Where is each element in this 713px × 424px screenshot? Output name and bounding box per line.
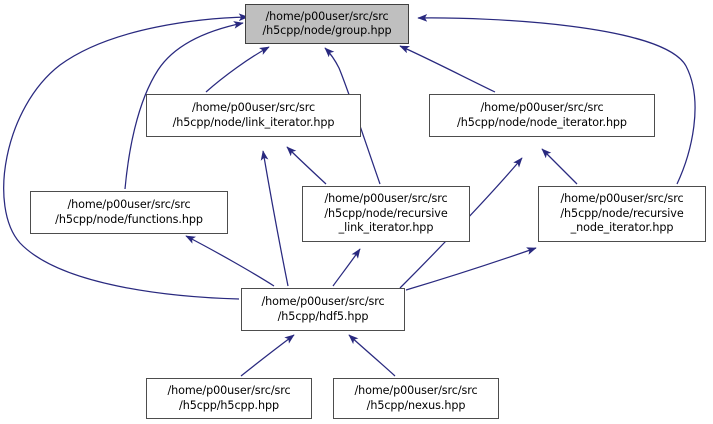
node-nexus[interactable]: /home/p00user/src/src /h5cpp/nexus.hpp <box>333 378 499 419</box>
node-hdf5-line2: /h5cpp/hdf5.hpp <box>277 309 369 323</box>
node-group-line1: /home/p00user/src/src <box>265 9 389 23</box>
node-recursive-link-iterator-line1: /home/p00user/src/src <box>324 192 448 206</box>
node-recursive-node-iterator[interactable]: /home/p00user/src/src /h5cpp/node/recurs… <box>538 186 706 242</box>
node-nexus-line2: /h5cpp/nexus.hpp <box>366 398 466 412</box>
node-recursive-link-iterator-line2: /h5cpp/node/recursive <box>324 206 448 220</box>
node-h5cpp-line2: /h5cpp/h5cpp.hpp <box>179 398 279 412</box>
node-group-line2: /h5cpp/node/group.hpp <box>262 24 392 37</box>
edge-hdf5-to-group <box>3 13 249 300</box>
node-recursive-node-iterator-line2: /h5cpp/node/recursive <box>560 206 684 220</box>
edge-functions-to-group <box>124 21 244 190</box>
node-group[interactable]: /home/p00user/src/src /h5cpp/node/group.… <box>245 4 409 44</box>
node-hdf5-line1: /home/p00user/src/src <box>261 295 385 308</box>
edge-hdf5-to-link_iterator <box>260 150 289 287</box>
edge-nexus-to-hdf5 <box>348 334 396 377</box>
edge-link_iterator-to-group <box>205 46 270 93</box>
node-link-iterator[interactable]: /home/p00user/src/src /h5cpp/node/link_i… <box>146 94 361 137</box>
node-h5cpp[interactable]: /home/p00user/src/src /h5cpp/h5cpp.hpp <box>146 378 312 419</box>
edge-recursive_node_iterator-to-node_iterator <box>541 148 578 185</box>
node-recursive-link-iterator-line3: _link_iterator.hpp <box>338 221 434 235</box>
edge-recursive_link_iterator-to-link_iterator <box>286 146 327 185</box>
node-h5cpp-line1: /home/p00user/src/src <box>167 384 291 397</box>
node-node-iterator-line1: /home/p00user/src/src <box>480 101 604 114</box>
edge-hdf5-to-recursive_node_iterator <box>405 247 537 291</box>
edge-recursive_link_iterator-to-group <box>324 47 381 185</box>
node-functions-line2: /h5cpp/node/functions.hpp <box>55 212 203 226</box>
edge-hdf5-to-functions <box>185 235 275 287</box>
edge-h5cpp-to-hdf5 <box>240 334 295 377</box>
edge-recursive_node_iterator-to-group <box>417 14 696 185</box>
node-nexus-line1: /home/p00user/src/src <box>354 384 478 397</box>
edge-node_iterator-to-group <box>399 45 496 93</box>
edge-hdf5-to-recursive_link_iterator <box>332 248 361 287</box>
node-node-iterator[interactable]: /home/p00user/src/src /h5cpp/node/node_i… <box>429 94 655 137</box>
node-functions-line1: /home/p00user/src/src <box>67 198 191 211</box>
node-recursive-node-iterator-line3: _node_iterator.hpp <box>570 221 674 235</box>
node-recursive-link-iterator[interactable]: /home/p00user/src/src /h5cpp/node/recurs… <box>302 186 470 242</box>
node-hdf5[interactable]: /home/p00user/src/src /h5cpp/hdf5.hpp <box>241 288 405 331</box>
node-link-iterator-line2: /h5cpp/node/link_iterator.hpp <box>172 115 335 129</box>
node-recursive-node-iterator-line1: /home/p00user/src/src <box>560 192 684 206</box>
node-functions[interactable]: /home/p00user/src/src /h5cpp/node/functi… <box>30 191 228 234</box>
node-link-iterator-line1: /home/p00user/src/src <box>191 101 316 114</box>
node-node-iterator-line2: /h5cpp/node/node_iterator.hpp <box>457 115 627 129</box>
